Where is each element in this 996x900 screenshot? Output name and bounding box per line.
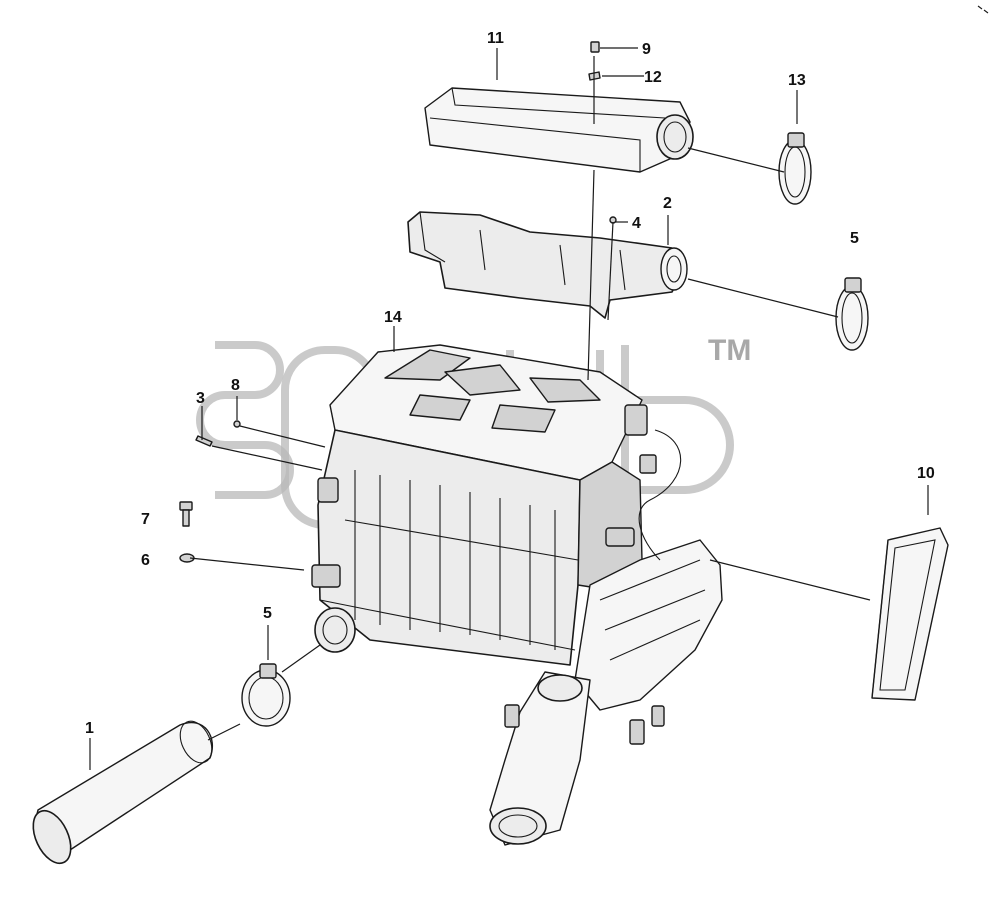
callouts: 1 2 3 4 5 5 6 7 8 9 10 11 12 13 14 <box>85 30 935 737</box>
callout-3: 3 <box>196 390 205 407</box>
trademark-label: TM <box>708 334 751 367</box>
part-5-hose-clamp-upper <box>835 277 869 351</box>
part-5-hose-clamp-lower <box>241 663 291 727</box>
callout-6: 6 <box>141 552 150 569</box>
callout-12: 12 <box>644 69 662 86</box>
callout-8: 8 <box>231 377 240 394</box>
callout-5-lower: 5 <box>263 605 272 622</box>
part-2-lower-air-duct <box>407 211 688 319</box>
corner-mark <box>977 5 989 14</box>
callout-1: 1 <box>85 720 94 737</box>
part-1-inlet-hose <box>32 720 214 865</box>
callout-14: 14 <box>384 309 402 326</box>
callout-9: 9 <box>642 41 651 58</box>
leader-lines <box>89 47 929 770</box>
part-14-air-cleaner-housing <box>311 344 723 846</box>
part-10-filter-element <box>871 527 949 701</box>
callout-7: 7 <box>141 511 150 528</box>
callout-4: 4 <box>632 215 641 232</box>
callout-5-upper: 5 <box>850 230 859 247</box>
part-11-upper-intake-duct <box>424 87 694 173</box>
callout-11: 11 <box>487 30 504 47</box>
callout-10: 10 <box>917 465 935 482</box>
part-13-hose-clamp <box>778 132 812 205</box>
callout-13: 13 <box>788 72 806 89</box>
callout-2: 2 <box>663 195 672 212</box>
